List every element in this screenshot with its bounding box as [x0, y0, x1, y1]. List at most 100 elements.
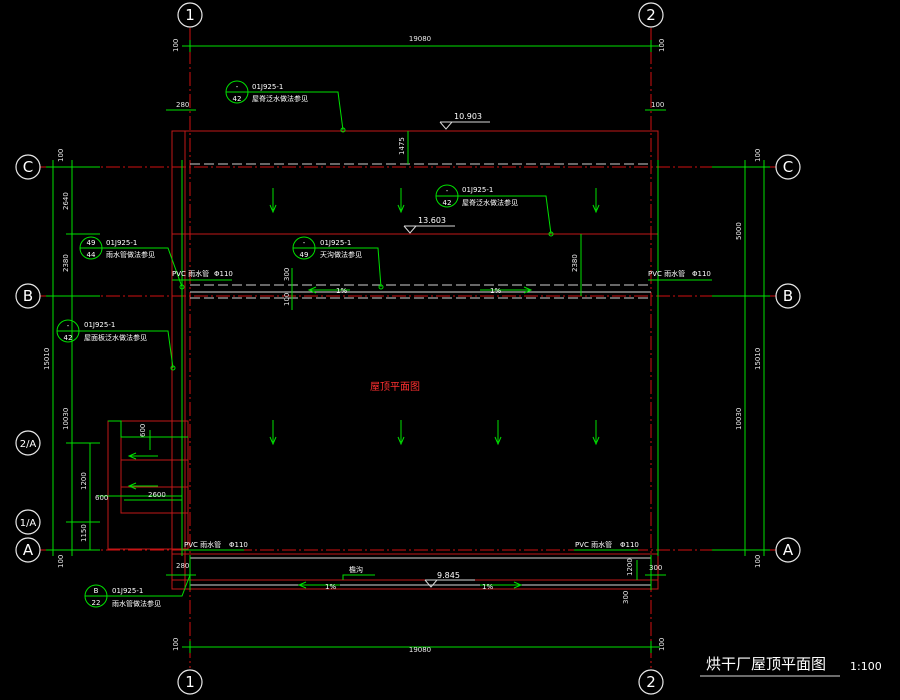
- svg-text:-: -: [446, 187, 449, 195]
- dim-bot-300: 300: [649, 564, 662, 572]
- dim-left-10030: 10030: [62, 408, 70, 430]
- axis-bubble-1-bottom: [177, 669, 203, 695]
- svg-text:01J925-1: 01J925-1: [84, 321, 115, 329]
- dim-bottom-right-off: 100: [658, 638, 666, 651]
- svg-text:01J925-1: 01J925-1: [252, 83, 283, 91]
- svg-text:49: 49: [87, 239, 96, 247]
- pipe-label-right-bottom: PVC 雨水管: [575, 540, 612, 549]
- dim-left-100b: 100: [57, 555, 65, 568]
- level-10903: 10.903: [454, 112, 482, 121]
- pipe-label-left-top: PVC 雨水管: [172, 269, 209, 278]
- dim-top-total: 19080: [409, 35, 431, 43]
- dim-2380: 2380: [571, 254, 579, 272]
- svg-text:01J925-1: 01J925-1: [320, 239, 351, 247]
- grid-lines: [40, 28, 776, 668]
- axis-label-a-left: A: [23, 541, 34, 559]
- dim-box-2600: 2600: [148, 491, 166, 499]
- axis-label-1-top: 1: [185, 6, 195, 24]
- callout-1: - 42 01J925-1 屋脊泛水做法参见: [435, 184, 554, 237]
- dim-box-600: 600: [139, 424, 147, 437]
- axis-bubble-1a-left: [15, 509, 41, 535]
- svg-text:42: 42: [64, 334, 73, 342]
- axis-label-2-top: 2: [646, 6, 656, 24]
- dim-bot-300b: 300: [622, 591, 630, 604]
- dim-left-2380: 2380: [62, 254, 70, 272]
- axis-bubble-c-left: [15, 154, 41, 180]
- drawing-scale: 1:100: [850, 660, 882, 673]
- slope-1: 1%: [336, 287, 347, 295]
- dim-top-right-off: 100: [658, 39, 666, 52]
- detail-callouts: - 42 01J925-1 屋脊泛水做法参见 - 42 01J925-1 屋脊泛…: [56, 80, 554, 608]
- svg-text:49: 49: [300, 251, 309, 259]
- callout-3: - 49 01J925-1 天沟做法参见: [292, 236, 384, 290]
- dim-top-left-off: 100: [172, 39, 180, 52]
- axis-label-2-bottom: 2: [646, 673, 656, 691]
- pipe-dia-left-bottom: Φ110: [229, 541, 248, 549]
- axis-bubble-2-bottom: [638, 669, 664, 695]
- dim-left-15010: 15010: [43, 348, 51, 370]
- axis-bubble-1-top: [177, 2, 203, 28]
- dim-bot-280: 280: [176, 562, 189, 570]
- axis-bubble-a-right: [775, 537, 801, 563]
- axis-label-2a-left: 2/A: [20, 439, 37, 450]
- svg-text:雨水管做法参见: 雨水管做法参见: [106, 250, 155, 259]
- dim-left-1150: 1150: [80, 524, 88, 542]
- dim-right-15010: 15010: [754, 348, 762, 370]
- slope-2: 1%: [490, 287, 501, 295]
- svg-text:01J925-1: 01J925-1: [462, 186, 493, 194]
- dim-left-1200: 1200: [80, 472, 88, 490]
- axis-label-1-bottom: 1: [185, 673, 195, 691]
- dim-300a: 300: [283, 268, 291, 281]
- axis-label-a-right: A: [783, 541, 794, 559]
- callout-5: B 22 01J925-1 雨水管做法参见: [84, 574, 191, 608]
- dim-parapet-left: 280: [176, 101, 189, 109]
- svg-text:42: 42: [443, 199, 452, 207]
- roof-plan-center-label: 屋顶平面图: [370, 381, 420, 393]
- svg-text:-: -: [236, 83, 239, 91]
- elevation-marks: 10.903 13.603 9.845: [403, 112, 490, 588]
- pipe-dia-right-top: Φ110: [692, 270, 711, 278]
- dim-left-2640: 2640: [62, 192, 70, 210]
- dim-bottom-left-off: 100: [172, 638, 180, 651]
- svg-text:01J925-1: 01J925-1: [112, 587, 143, 595]
- level-13603: 13.603: [418, 216, 446, 225]
- callout-0: - 42 01J925-1 屋脊泛水做法参见: [225, 80, 346, 133]
- svg-text:01J925-1: 01J925-1: [106, 239, 137, 247]
- dim-left-600: 600: [95, 494, 108, 502]
- dim-right-10030: 10030: [735, 408, 743, 430]
- dim-1475: 1475: [398, 137, 406, 155]
- dim-left-100a: 100: [57, 149, 65, 162]
- drawing-title: 烘干厂屋顶平面图: [706, 655, 826, 673]
- svg-text:屋脊泛水做法参见: 屋脊泛水做法参见: [252, 94, 308, 103]
- axis-label-b-right: B: [783, 287, 793, 305]
- svg-text:B: B: [94, 587, 99, 595]
- slope-labels: 1% 1% 1% 1%: [325, 287, 501, 591]
- svg-text:屋面板泛水做法参见: 屋面板泛水做法参见: [84, 333, 147, 342]
- svg-text:天沟做法参见: 天沟做法参见: [320, 250, 362, 259]
- axis-label-1a-left: 1/A: [20, 518, 37, 529]
- dim-100: 100: [283, 293, 291, 306]
- axis-bubble-2a-left: [15, 430, 41, 456]
- axis-label-c-left: C: [23, 158, 33, 176]
- level-9845: 9.845: [437, 571, 460, 580]
- drawing-title-block: 烘干厂屋顶平面图 1:100: [700, 655, 882, 677]
- pipe-label-right-top: PVC 雨水管: [648, 269, 685, 278]
- axis-bubble-b-left: [15, 283, 41, 309]
- callout-2: 49 44 01J925-1 雨水管做法参见: [79, 236, 185, 290]
- dim-bot-1200: 1200: [626, 558, 634, 576]
- axis-bubble-2-top: [638, 2, 664, 28]
- svg-text:42: 42: [233, 95, 242, 103]
- dim-right-100b: 100: [754, 555, 762, 568]
- svg-text:-: -: [303, 239, 306, 247]
- dim-parapet-right: 100: [651, 101, 664, 109]
- axis-label-b-left: B: [23, 287, 33, 305]
- axis-bubble-a-left: [15, 537, 41, 563]
- gutter-label: 檐沟: [349, 565, 363, 574]
- svg-text:22: 22: [92, 599, 101, 607]
- axis-bubble-c-right: [775, 154, 801, 180]
- svg-text:44: 44: [87, 251, 96, 259]
- axis-bubbles: 1 2 1 2 C B 2/A 1/A A C B A: [15, 2, 801, 695]
- dim-right-100a: 100: [754, 149, 762, 162]
- pipe-dia-right-bottom: Φ110: [620, 541, 639, 549]
- dimension-texts: 19080 19080 100 100 100 100 280 100 1475…: [43, 35, 762, 654]
